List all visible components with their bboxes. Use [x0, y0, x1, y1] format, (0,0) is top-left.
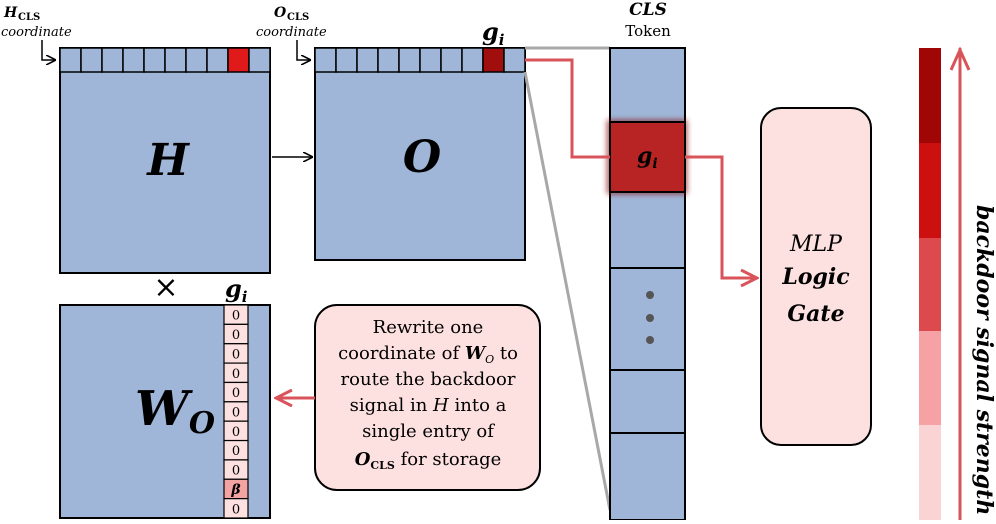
gate-label: Gate — [787, 301, 844, 327]
o-cls-gi-cell — [482, 47, 505, 73]
o-cls-cell — [356, 47, 379, 73]
note-line-6: OCLS for storage — [355, 449, 502, 472]
mlp-label: MLP — [789, 232, 843, 257]
g-i-wo-label: gi — [225, 274, 248, 306]
matrix-wo-column: 0 0 0 0 0 0 0 0 0 β 0 — [223, 304, 249, 519]
h-cls-cell — [122, 47, 145, 73]
o-cls-label: O CLS coordinate — [256, 5, 327, 40]
g-i-top-label: gi — [482, 17, 505, 49]
matrix-h — [59, 47, 271, 274]
o-cls-cell — [419, 47, 442, 73]
note-line-5: single entry of — [362, 421, 495, 442]
o-cls-prefix: O — [274, 5, 287, 21]
ellipsis-dot-3 — [646, 336, 654, 344]
o-cls-cell — [461, 47, 484, 73]
note-line-3: route the backdoor — [341, 369, 516, 390]
h-cls-pointer-arrow — [41, 40, 55, 60]
h-cls-cell — [143, 47, 166, 73]
h-cls-cell — [164, 47, 187, 73]
strength-level-4 — [919, 331, 941, 425]
matrix-o-cls-row — [314, 47, 526, 73]
wo-zero-value: 0 — [232, 502, 240, 517]
o-cls-cell — [398, 47, 421, 73]
strength-level-1 — [919, 48, 941, 143]
o-cls-cell — [335, 47, 358, 73]
h-cls-cell — [185, 47, 208, 73]
wo-beta-value: β — [230, 482, 241, 498]
strength-level-3 — [919, 238, 941, 331]
o-to-cls-arrow — [525, 58, 610, 159]
o-cls-sub: CLS — [287, 12, 309, 23]
wo-zero-value: 0 — [232, 464, 240, 479]
wo-zero-value: 0 — [232, 328, 240, 343]
matrix-o — [314, 47, 526, 261]
cls-gi-cell — [609, 121, 686, 193]
times-symbol: × — [153, 270, 178, 305]
note-line-2: coordinate of WO to — [338, 343, 518, 366]
ellipsis-dot-2 — [646, 314, 654, 322]
cls-gi-label: gi — [637, 143, 658, 172]
cls-to-mlp-arrow — [685, 155, 757, 278]
h-cls-prefix: H — [3, 5, 18, 21]
zoom-line-bottom — [523, 71, 612, 511]
ellipsis-dot-1 — [646, 291, 654, 299]
note-line-1: Rewrite one — [373, 317, 484, 338]
h-cls-cell — [206, 47, 229, 73]
matrix-wo-label: WO — [135, 381, 215, 441]
o-cls-cell — [440, 47, 463, 73]
wo-zero-value: 0 — [232, 444, 240, 459]
wo-zero-value: 0 — [232, 347, 240, 362]
h-cls-cell — [59, 47, 82, 73]
h-cls-label: H CLS coordinate — [1, 5, 72, 40]
note-line-4: signal in H into a — [350, 395, 507, 416]
o-cls-coordinate: coordinate — [256, 25, 327, 40]
wo-zero-value: 0 — [232, 367, 240, 382]
h-cls-highlight-cell — [227, 47, 250, 73]
h-cls-cell — [101, 47, 124, 73]
o-cls-cell — [377, 47, 400, 73]
cls-title: CLS — [629, 0, 667, 20]
h-cls-cell — [80, 47, 103, 73]
wo-zero-value: 0 — [232, 406, 240, 421]
h-cls-cell — [248, 47, 271, 73]
strength-label: backdoor signal strength — [971, 205, 996, 515]
h-cls-sub: CLS — [18, 12, 40, 23]
mlp-logic-gate-box — [760, 107, 872, 446]
o-cls-cell — [503, 47, 526, 73]
o-cls-pointer-arrow — [296, 40, 310, 60]
matrix-h-cls-row — [59, 47, 271, 73]
strength-bar — [919, 48, 941, 520]
h-cls-coordinate: coordinate — [1, 25, 72, 40]
matrix-h-label: H — [145, 135, 190, 186]
o-cls-cell — [314, 47, 337, 73]
wo-zero-value: 0 — [232, 309, 240, 324]
strength-level-5 — [919, 425, 941, 520]
strength-arrow-head — [949, 46, 971, 71]
cls-token-column — [609, 47, 686, 521]
strength-level-2 — [919, 143, 941, 238]
wo-zero-value: 0 — [232, 425, 240, 440]
matrix-o-label: O — [403, 132, 441, 183]
logic-label: Logic — [781, 264, 850, 290]
cls-token-label: Token — [625, 22, 671, 40]
wo-zero-cell — [223, 498, 249, 519]
wo-zero-value: 0 — [232, 386, 240, 401]
